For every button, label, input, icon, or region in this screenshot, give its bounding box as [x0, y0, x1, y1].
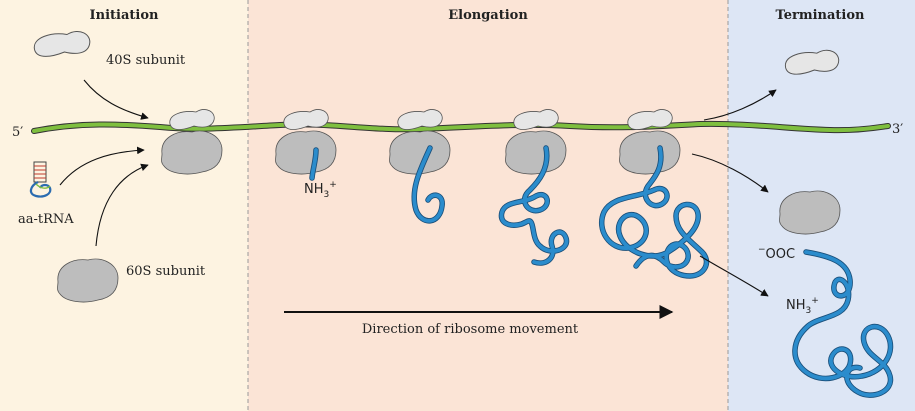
- elongation-header: Elongation: [448, 8, 528, 23]
- arrow-icon: [691, 153, 769, 193]
- subunit-40s-label: 40S subunit: [106, 53, 186, 68]
- ribosome-icon: [390, 110, 451, 174]
- five-prime-label: 5′: [12, 125, 23, 140]
- ribosome-icon: [162, 110, 223, 174]
- ribosome-icon: [276, 110, 337, 174]
- aa-trna-label: aa-tRNA: [18, 212, 74, 227]
- arrow-icon: [83, 79, 149, 120]
- nh3-label: NH3+: [304, 180, 337, 200]
- direction-label: Direction of ribosome movement: [362, 322, 579, 337]
- subunit-60s-icon: [57, 258, 119, 303]
- arrow-icon: [95, 163, 149, 247]
- elongation-panel: [248, 0, 728, 411]
- arrow-icon: [703, 89, 777, 121]
- ribosome-icon: [506, 110, 567, 174]
- initiation-panel: [0, 0, 248, 411]
- three-prime-label: 3′: [892, 122, 903, 137]
- trna-icon: [29, 161, 52, 198]
- subunit-60s-icon: [779, 190, 841, 235]
- arrow-icon: [699, 255, 769, 297]
- subunit-60s-label: 60S subunit: [126, 264, 206, 279]
- initiation-header: Initiation: [90, 8, 159, 23]
- cooh-label: −OOC: [758, 245, 795, 262]
- arrow-icon: [59, 146, 145, 186]
- ribosome-icon: [620, 110, 681, 174]
- nh3-label: NH3+: [786, 296, 819, 316]
- termination-header: Termination: [776, 8, 865, 23]
